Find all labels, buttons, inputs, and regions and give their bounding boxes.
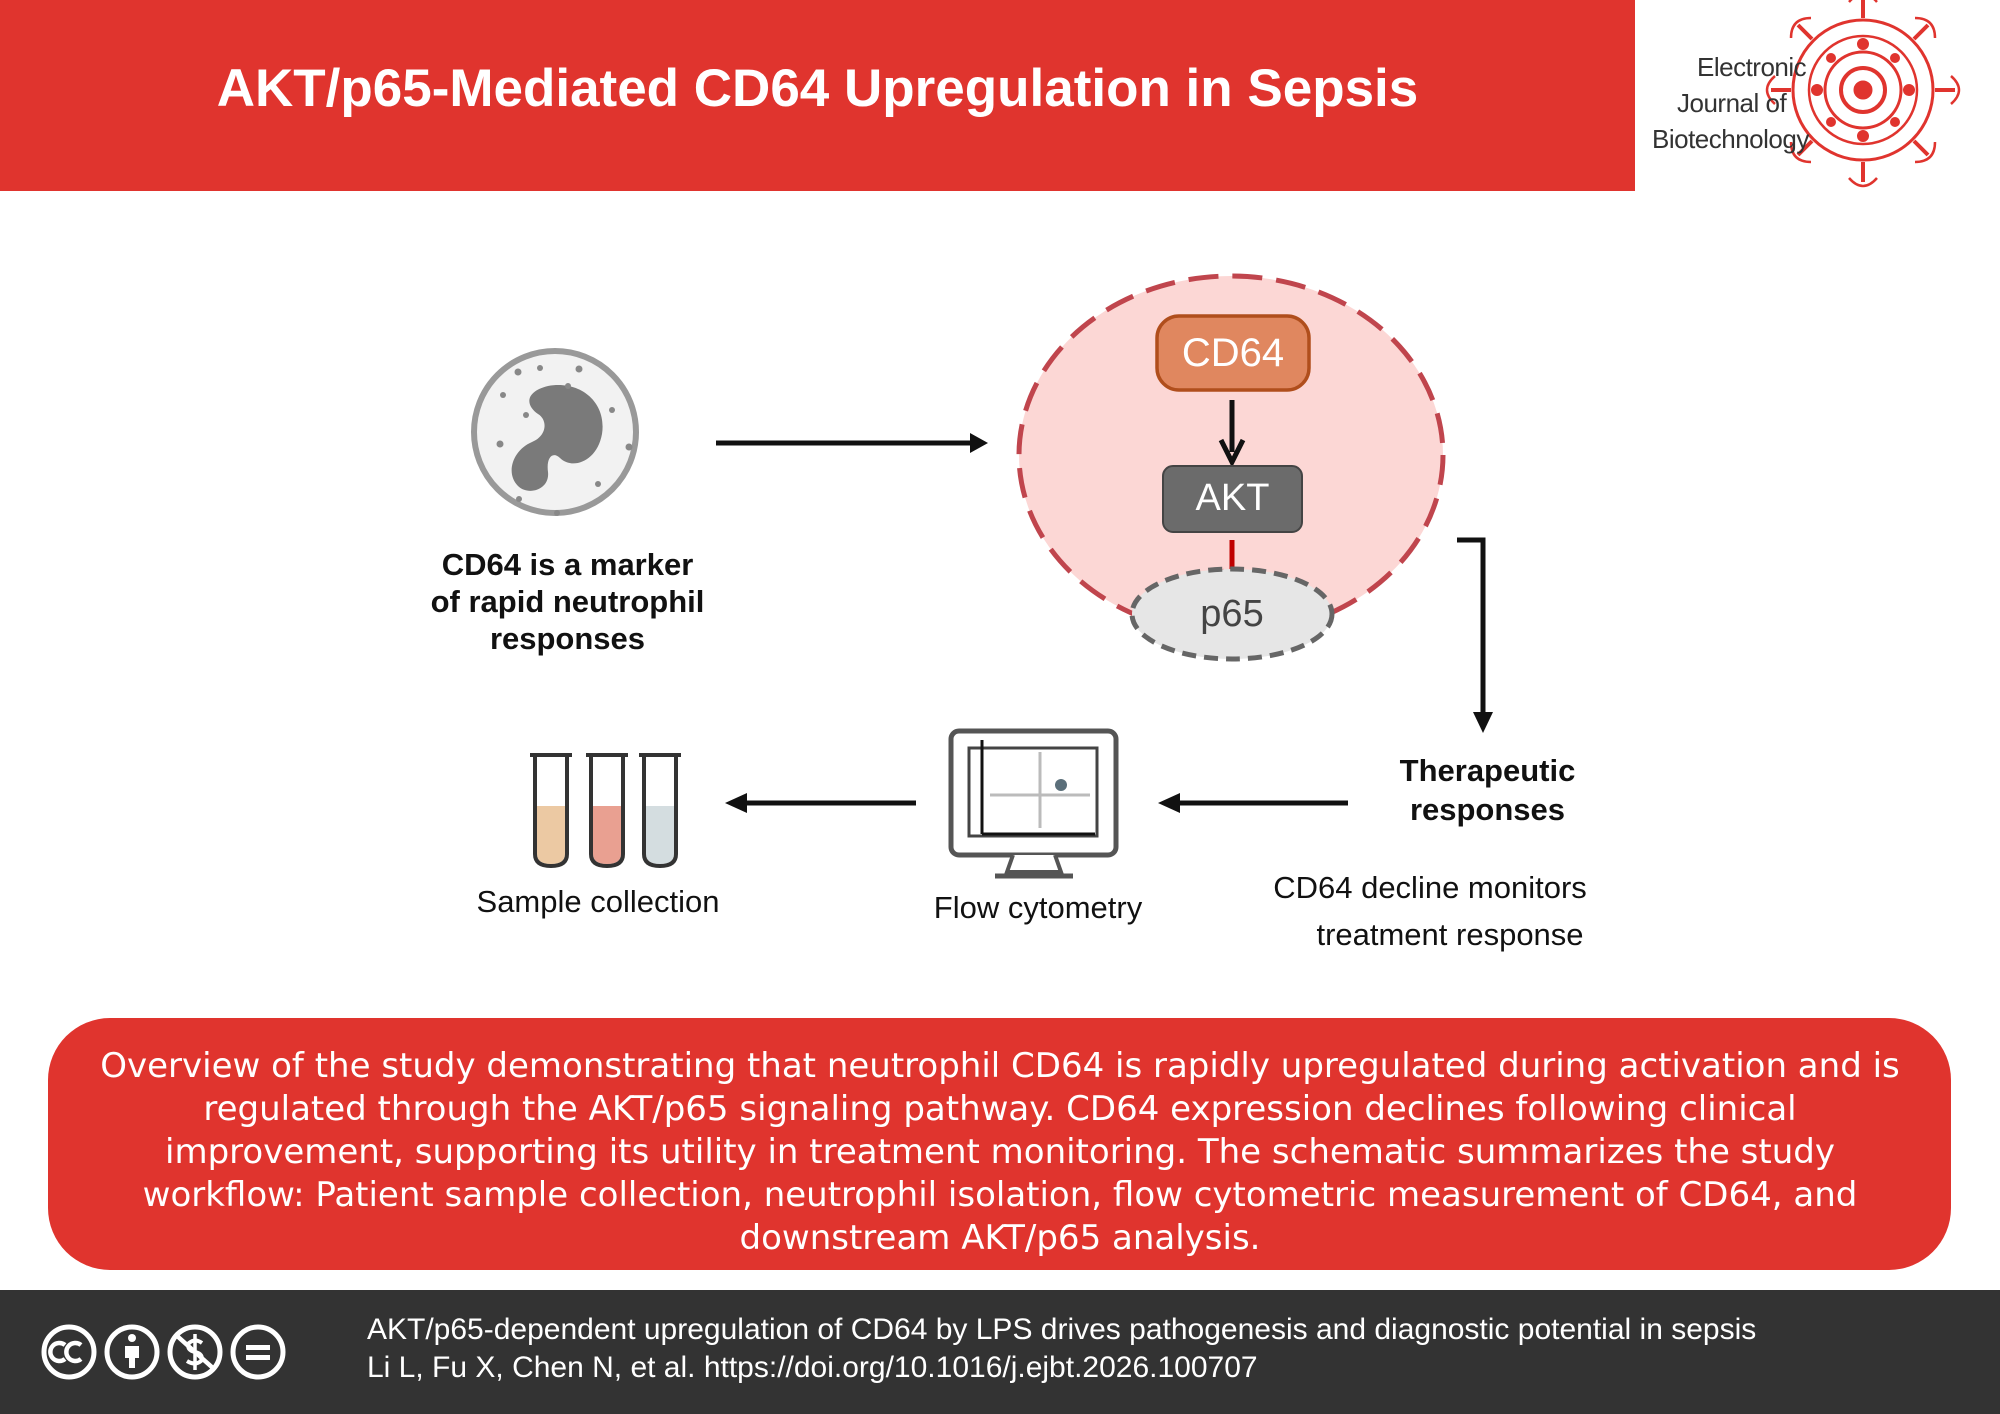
citation: AKT/p65-dependent upregulation of CD64 b… — [367, 1311, 1987, 1387]
noderivatives-icon — [230, 1324, 286, 1380]
summary-text: Overview of the study demonstrating that… — [100, 1046, 1900, 1258]
journal-logo: Electronic Journal of Biotechnology — [1640, 0, 2000, 191]
marker-label-line1: CD64 is a marker — [441, 547, 694, 582]
by-attribution-icon — [104, 1324, 160, 1380]
sample-tube-1 — [530, 753, 572, 869]
p65-node — [1129, 566, 1335, 662]
logo-line-electronic: Electronic — [1697, 52, 1807, 82]
marker-label-line2: of rapid neutrophil — [430, 584, 705, 619]
therapeutic-description-line1: CD64 decline monitors — [1273, 870, 1587, 905]
marker-label-line3: responses — [489, 621, 646, 656]
akt-node — [1162, 465, 1303, 533]
header-banner — [0, 0, 1635, 191]
logo-line-biotechnology: Biotechnology — [1652, 124, 1809, 154]
flow-cytometry-label: Flow cytometry — [933, 890, 1143, 925]
logo-line-journal: Journal of — [1677, 88, 1787, 118]
marker-label: CD64 is a marker of rapid neutrophil res… — [380, 546, 755, 657]
cd64-node — [1155, 314, 1311, 392]
sample-tube-2 — [586, 753, 628, 869]
journal-logo-emblem — [1765, 0, 1961, 188]
therapeutic-label-line1: Therapeutic — [1399, 753, 1576, 788]
sample-tube-3 — [639, 753, 681, 869]
summary-panel — [48, 1018, 1951, 1270]
sample-collection-label: Sample collection — [476, 884, 720, 919]
therapeutic-description-line2: treatment response — [1316, 917, 1584, 952]
therapeutic-label-line2: responses — [1409, 792, 1566, 827]
noncommercial-icon — [167, 1324, 223, 1380]
cc-icon — [41, 1324, 97, 1380]
neutrophil-icon — [471, 348, 639, 516]
citation-reference[interactable]: Li L, Fu X, Chen N, et al. https://doi.o… — [367, 1351, 1258, 1384]
citation-title: AKT/p65-dependent upregulation of CD64 b… — [367, 1313, 1757, 1346]
therapeutic-description: CD64 decline monitors treatment response — [1230, 864, 1630, 958]
footer-bar — [0, 1290, 2000, 1414]
therapeutic-label: Therapeutic responses — [1340, 751, 1635, 829]
pathway-diagram — [471, 273, 1493, 879]
page-title: AKT/p65-Mediated CD64 Upregulation in Se… — [216, 59, 1419, 118]
akt-node-label: AKT — [1195, 477, 1270, 519]
flow-cytometer-monitor-icon — [948, 728, 1119, 879]
arrow-cell-to-therapeutic — [1457, 537, 1486, 722]
p65-node-label: p65 — [1200, 593, 1264, 635]
license-icons — [41, 1324, 286, 1380]
cd64-node-label: CD64 — [1181, 331, 1285, 375]
sample-tubes-icon — [530, 753, 681, 869]
